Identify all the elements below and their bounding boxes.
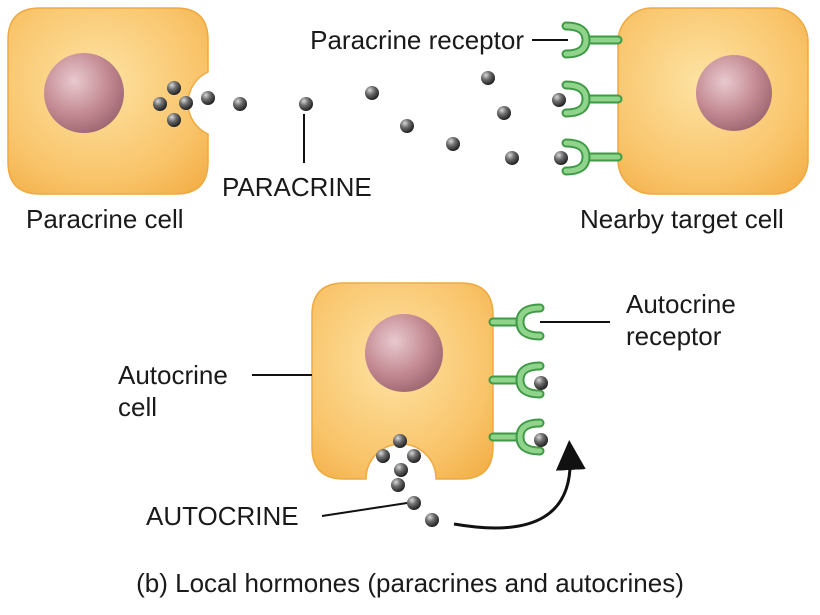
sphere-icon	[167, 81, 181, 95]
y-receptor-icon	[561, 138, 623, 176]
y-receptor-icon	[561, 21, 623, 59]
autocrine-molecules	[376, 376, 548, 527]
autocrine-cell-label-line1: Autocrine	[118, 360, 228, 390]
paracrine-receptor-label: Paracrine receptor	[310, 25, 524, 55]
y-receptor-icon	[488, 361, 545, 399]
sphere-icon	[365, 86, 379, 100]
sphere-icon	[481, 71, 495, 85]
sphere-icon	[394, 463, 408, 477]
paracrine-cell	[7, 7, 209, 195]
nearby-target-cell	[617, 7, 809, 195]
sphere-icon	[534, 376, 548, 390]
autocrine-receptor-label-line2: receptor	[626, 321, 722, 351]
paracrine-label: PARACRINE	[222, 172, 372, 202]
sphere-icon	[179, 96, 193, 110]
sphere-icon	[233, 97, 247, 111]
sphere-icon	[201, 91, 215, 105]
sphere-icon	[552, 93, 566, 107]
sphere-icon	[497, 106, 511, 120]
sphere-icon	[446, 137, 460, 151]
sphere-icon	[167, 113, 181, 127]
y-receptor-icon	[561, 80, 623, 118]
paracrine-cell-nucleus	[44, 53, 124, 133]
autocrine-cell	[311, 282, 494, 480]
sphere-icon	[407, 496, 421, 510]
sphere-icon	[376, 449, 390, 463]
y-receptor-icon	[488, 303, 545, 341]
sphere-icon	[554, 151, 568, 165]
autocrine-receptors	[488, 303, 545, 456]
sphere-icon	[407, 449, 421, 463]
sphere-icon	[299, 97, 313, 111]
sphere-icon	[505, 151, 519, 165]
curved-arrow-icon	[453, 440, 586, 530]
sphere-icon	[400, 119, 414, 133]
target-cell-nucleus	[696, 55, 772, 131]
paracrine-receptors	[561, 21, 623, 176]
sphere-icon	[393, 434, 407, 448]
paracrine-cell-label: Paracrine cell	[26, 204, 184, 234]
figure-caption: (b) Local hormones (paracrines and autoc…	[136, 568, 684, 598]
autocrine-label: AUTOCRINE	[146, 501, 299, 531]
paracrine-molecules	[153, 71, 568, 165]
sphere-icon	[534, 433, 548, 447]
autocrine-cell-nucleus	[365, 314, 443, 392]
y-receptor-icon	[488, 418, 545, 456]
sphere-icon	[153, 97, 167, 111]
autocrine-receptor-label-line1: Autocrine	[626, 289, 736, 319]
sphere-icon	[425, 513, 439, 527]
autocrine-leader	[321, 502, 408, 517]
sphere-icon	[391, 478, 405, 492]
autocrine-cell-label-line2: cell	[118, 392, 157, 422]
nearby-target-cell-label: Nearby target cell	[580, 204, 784, 234]
